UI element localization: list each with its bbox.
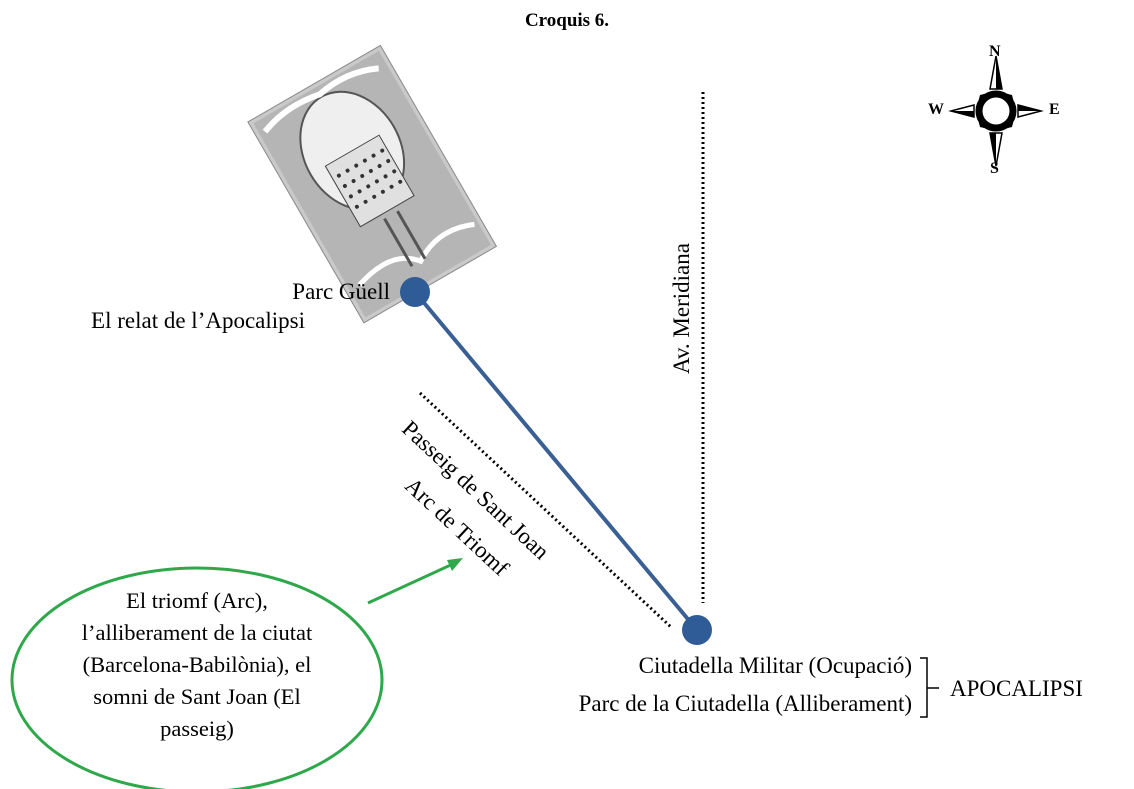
compass-south-label: S	[990, 160, 999, 177]
oval-line: El triomf (Arc),	[126, 588, 268, 613]
oval-line: somni de Sant Joan (El	[93, 684, 301, 709]
annotation-arrow-head	[447, 558, 463, 571]
oval-line: passeig)	[160, 716, 234, 741]
meridiana-label: Av. Meridiana	[669, 243, 694, 374]
parc-guell-node	[400, 277, 430, 307]
ciutadella-node	[682, 615, 712, 645]
bracket	[920, 657, 939, 718]
apocalipsi-label: APOCALIPSI	[950, 676, 1083, 701]
parc-ciutadella-label: Parc de la Ciutadella (Alliberament)	[578, 691, 912, 716]
compass-rose	[948, 55, 1044, 167]
figure-title: Croquis 6.	[524, 10, 610, 31]
oval-line: l’alliberament de la ciutat	[81, 620, 313, 645]
compass-east-label: E	[1049, 101, 1060, 118]
parc-guell-map-image	[247, 44, 498, 324]
compass-west-label: W	[928, 101, 944, 118]
relat-label: El relat de l’Apocalipsi	[91, 308, 305, 333]
route-line	[413, 290, 699, 632]
parc-guell-label: Parc Güell	[292, 279, 390, 304]
oval-text: El triomf (Arc), l’alliberament de la ci…	[47, 585, 347, 745]
ciutadella-militar-label: Ciutadella Militar (Ocupació)	[638, 653, 912, 678]
oval-line: (Barcelona-Babilònia), el	[82, 652, 312, 677]
compass-north-label: N	[989, 43, 1001, 60]
annotation-arrow	[367, 561, 456, 605]
annotation-oval	[10, 566, 384, 789]
